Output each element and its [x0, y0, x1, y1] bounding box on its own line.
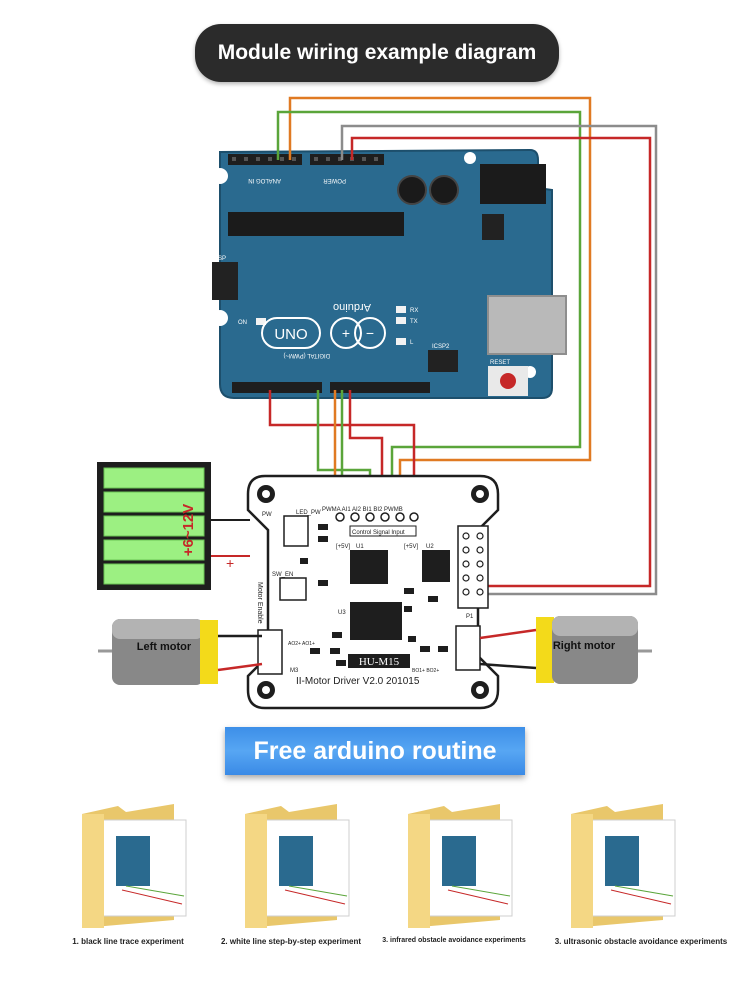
driver-pw-label: PW — [262, 512, 272, 518]
label-rx: RX — [410, 308, 418, 314]
routine-caption-2[interactable]: 2. white line step-by-step experiment — [220, 937, 362, 946]
arduino-model-text: UNO — [274, 326, 307, 343]
driver-control-label: Control Signal Input — [352, 530, 405, 536]
motor-driver-board: PWMA AI1 AI2 BI1 BI2 PWMB Control Signal… — [246, 474, 500, 710]
battery-plus-label: + — [226, 555, 234, 571]
arduino-brand-text: Arduino — [333, 301, 371, 313]
driver-subtitle: II-Motor Driver V2.0 201015 — [296, 676, 420, 687]
driver-model-label: HU-M15 — [359, 656, 400, 668]
driver-u2-label: U2 — [426, 544, 434, 550]
label-tx: TX — [410, 319, 418, 325]
label-power: POWER — [323, 177, 346, 183]
folder-arduino-thumb — [116, 836, 150, 886]
wire-green-top — [276, 110, 582, 515]
right-motor: Right motor — [479, 616, 652, 684]
folder-arduino-thumb — [279, 836, 313, 886]
label-analog-in: ANALOG IN — [248, 177, 281, 183]
page-title: Module wiring example diagram — [195, 24, 559, 82]
label-digital: DIGITAL (PWM~) — [283, 352, 330, 358]
driver-sw-label: SW_EN — [272, 572, 293, 578]
driver-5v-left: [+5V] — [336, 544, 351, 550]
folder-arduino-thumb — [442, 836, 476, 886]
wire-orange-top — [288, 96, 592, 515]
folder-front — [82, 814, 104, 928]
driver-ao-label: AO2+ AO1+ — [288, 641, 315, 647]
driver-u3-label: U3 — [338, 610, 346, 616]
driver-motor-enable: Motor Enable — [256, 582, 263, 624]
left-motor-label: Left motor — [137, 641, 192, 653]
free-routine-banner: Free arduino routine — [225, 727, 525, 775]
routine-caption-1[interactable]: 1. black line trace experiment — [72, 937, 184, 946]
routine-caption-4[interactable]: 3. ultrasonic obstacle avoidance experim… — [554, 937, 728, 946]
svg-text:−: − — [366, 325, 374, 341]
label-l: L — [410, 340, 414, 346]
page-title-text: Module wiring example diagram — [217, 41, 537, 64]
routine-folder-1[interactable] — [82, 800, 194, 928]
wire-red-top — [350, 136, 652, 588]
folder-front — [571, 814, 593, 928]
driver-pin-labels: PWMA AI1 AI2 BI1 BI2 PWMB — [322, 507, 403, 513]
folder-arduino-thumb — [605, 836, 639, 886]
banner-label: Free arduino routine — [253, 736, 497, 765]
routine-folder-2[interactable] — [245, 800, 357, 928]
label-on: ON — [238, 320, 247, 326]
wiring-diagram: + − UNO Arduino ANALOG IN POWER DIGITAL … — [97, 96, 658, 710]
label-icsp2: ICSP2 — [432, 344, 450, 350]
driver-m3-label: M3 — [290, 668, 299, 674]
arduino-uno-board: + − UNO Arduino ANALOG IN POWER DIGITAL … — [212, 148, 567, 399]
label-icsp: ICSP — [212, 256, 226, 262]
svg-text:+: + — [342, 325, 350, 341]
routine-folder-4[interactable] — [571, 800, 683, 928]
routine-folder-3[interactable] — [408, 800, 520, 928]
left-motor: Left motor — [98, 619, 263, 685]
label-reset: RESET — [490, 360, 510, 366]
battery-voltage-label: +6~12V — [180, 504, 197, 557]
driver-bo-label: BO1+ BO2+ — [412, 668, 439, 674]
wire-gray-top — [340, 124, 658, 596]
driver-p1-label: P1 — [466, 614, 474, 620]
right-motor-label: Right motor — [553, 640, 616, 652]
driver-led-pw-label: LED_PW — [296, 510, 321, 516]
driver-5v-right: [+5V] — [404, 544, 419, 550]
battery-pack: +6~12V - + — [97, 462, 250, 590]
folder-front — [408, 814, 430, 928]
routine-caption-3[interactable]: 3. infrared obstacle avoidance experimen… — [382, 937, 526, 944]
folder-front — [245, 814, 267, 928]
driver-u1-label: U1 — [356, 544, 364, 550]
